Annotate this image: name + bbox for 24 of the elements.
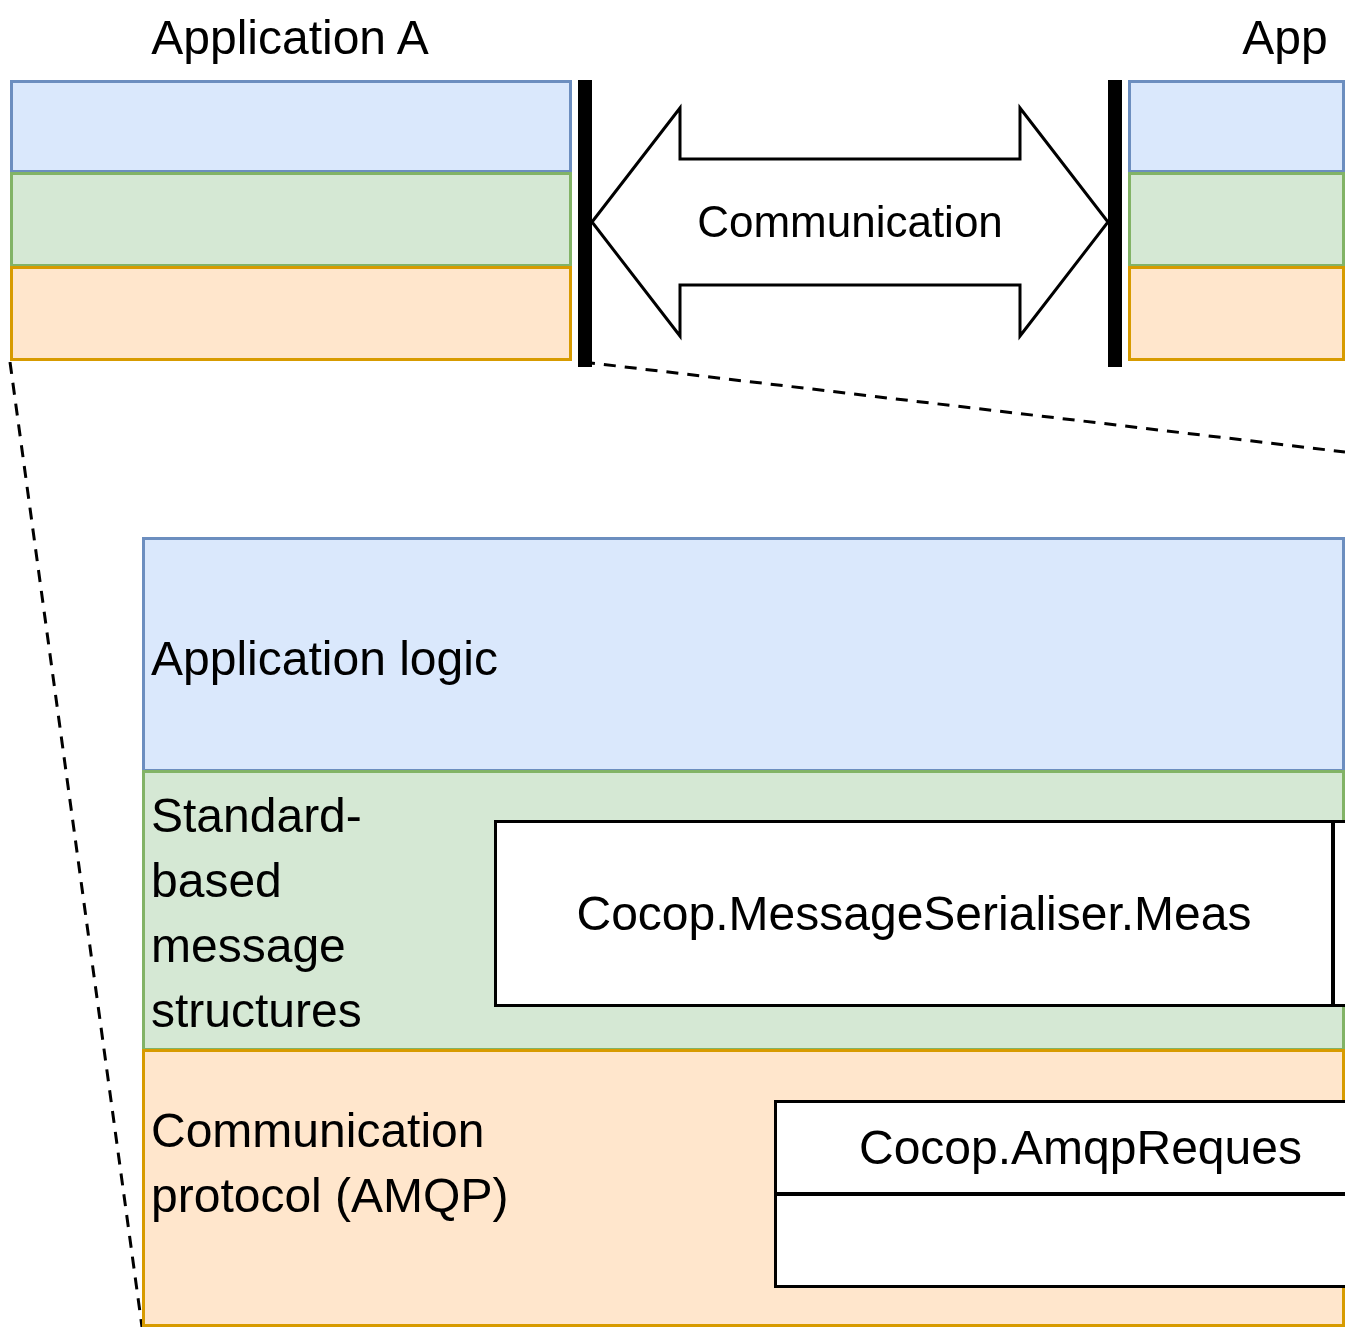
layer-band <box>142 537 1345 772</box>
component-box <box>10 266 572 361</box>
component-box <box>774 1100 1345 1195</box>
layer-band <box>142 770 1345 1051</box>
layer-label: Standard-based message structures <box>151 788 363 1039</box>
zoomed-stack <box>142 537 1345 1327</box>
edge-label: Communication <box>697 196 1003 248</box>
component-box <box>494 820 1334 1007</box>
component-box <box>1332 820 1345 1007</box>
layer-label: Communication protocol (AMQP) <box>151 1103 510 1224</box>
component-label: Cocop.AmqpReques <box>859 1120 1303 1176</box>
double-arrow <box>590 103 1110 341</box>
component-box <box>10 80 572 173</box>
component-box <box>1128 80 1345 173</box>
component-box <box>10 172 572 267</box>
layer-band <box>142 1049 1345 1327</box>
zoom-line <box>8 361 144 1327</box>
component-box <box>1128 172 1345 267</box>
layer-label: Application logic <box>151 631 499 687</box>
component-box <box>1128 266 1345 361</box>
stack-heading: App <box>1241 10 1329 66</box>
stack-heading: Application A <box>150 10 430 66</box>
component-box <box>774 1193 1345 1288</box>
component-label: Cocop.MessageSerialiser.Meas <box>575 886 1253 942</box>
